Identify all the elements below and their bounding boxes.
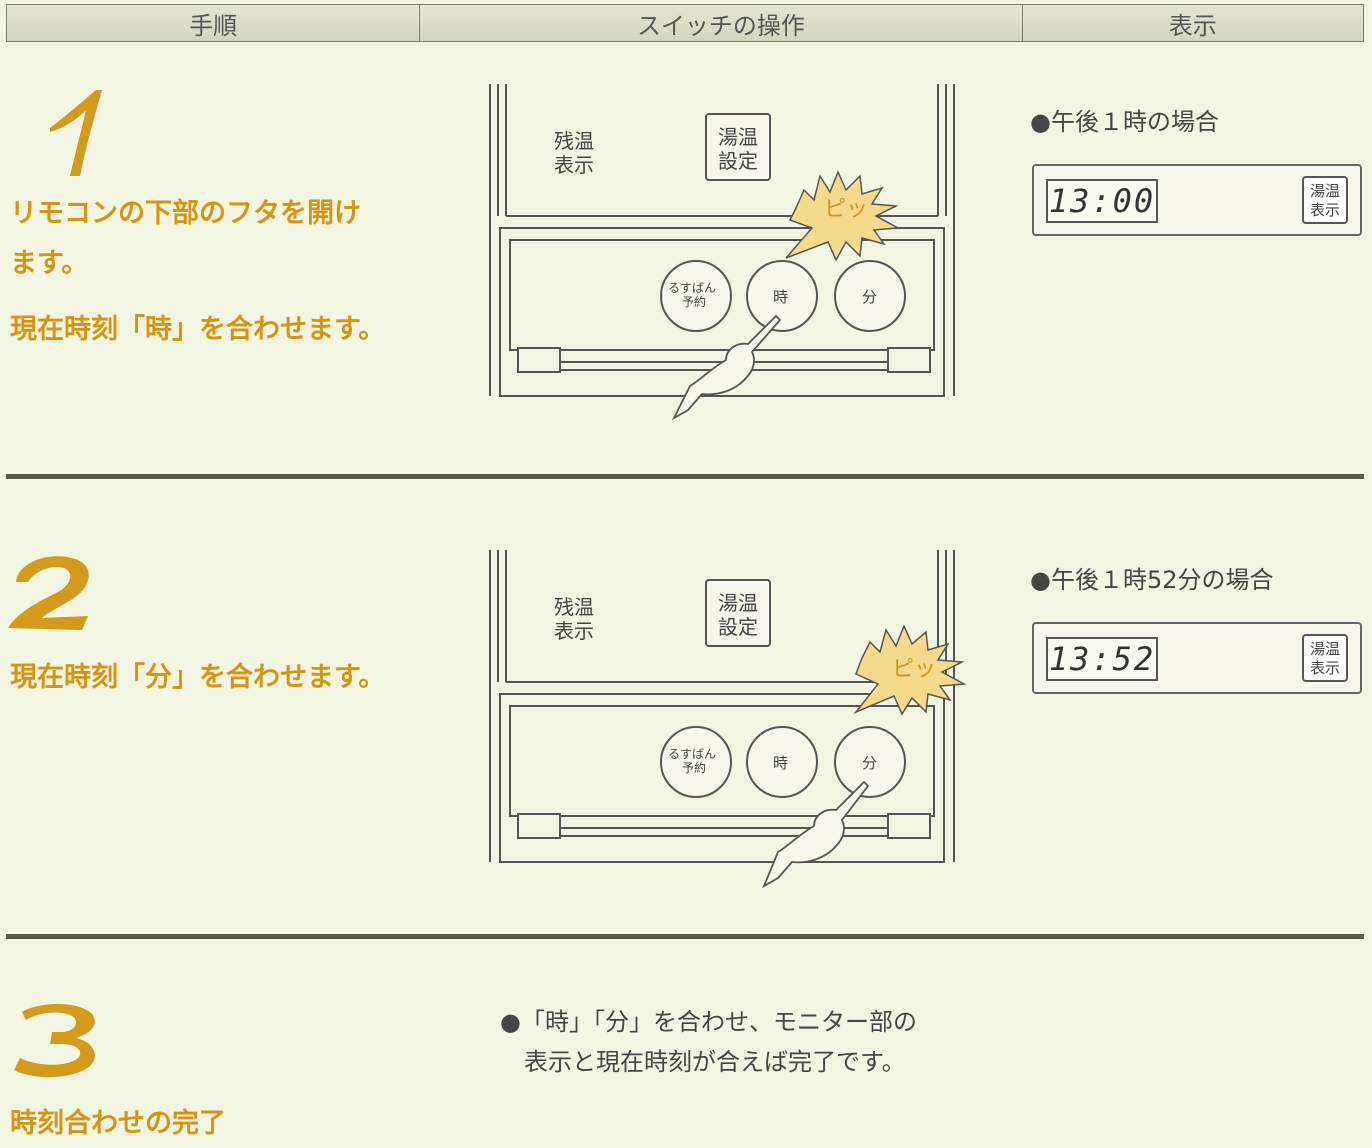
divider-1 — [6, 474, 1364, 479]
rusuban-label-1: るすばん — [668, 747, 716, 761]
header-switch-operation: スイッチの操作 — [420, 5, 1023, 41]
step1-display-caption: ●午後１時の場合 — [1030, 108, 1219, 136]
numeral-1-icon — [50, 90, 102, 176]
pointing-hand-icon — [671, 314, 782, 421]
step3-text-line1: 時刻合わせの完了 — [10, 1108, 226, 1139]
numeral-3-icon — [14, 1004, 95, 1078]
lcd-yuon-hyoji-button-2: 湯温 表示 — [1302, 634, 1348, 682]
header-steps: 手順 — [7, 5, 421, 41]
remote-panel-step1: 残温 表示 湯温 設定 るすばん 予約 時 分 ピッ — [489, 84, 955, 421]
lcd-button-label-2b: 表示 — [1309, 659, 1340, 677]
table-header: 手順 スイッチの操作 表示 — [6, 4, 1364, 42]
step3-note-line1: ●「時」「分」を合わせ、モニター部の — [500, 1008, 917, 1036]
beep-text: ピッ — [892, 657, 936, 682]
lcd-button-label-1a: 湯温 — [1309, 182, 1340, 200]
zanon-label-1: 残温 — [554, 129, 594, 153]
lcd-time-step1: 13:00 — [1046, 179, 1158, 223]
yuon-settei-label-1: 湯温 — [718, 591, 758, 615]
minute-button-label: 分 — [862, 754, 877, 772]
display-panel-step2: 13:52 湯温 表示 — [1032, 622, 1362, 694]
step3-note-line2: 表示と現在時刻が合えば完了です。 — [524, 1048, 906, 1076]
beep-text: ピッ — [824, 197, 868, 222]
step1-text-line2: ます。 — [10, 248, 89, 279]
rusuban-label-1: るすばん — [668, 281, 716, 295]
step1-text-line1: リモコンの下部のフタを開け — [10, 198, 361, 229]
zanon-label-2: 表示 — [554, 619, 594, 643]
yuon-settei-label-2: 設定 — [718, 615, 758, 639]
yuon-settei-label-1: 湯温 — [718, 125, 758, 149]
display-panel-step1: 13:00 湯温 表示 — [1032, 164, 1362, 236]
numeral-2-icon — [8, 556, 89, 630]
rusuban-label-2: 予約 — [682, 760, 706, 775]
lcd-yuon-hyoji-button-1: 湯温 表示 — [1302, 176, 1348, 224]
step2-text-line1: 現在時刻「分」を合わせます。 — [10, 662, 386, 693]
rusuban-label-2: 予約 — [682, 294, 706, 309]
lcd-button-label-2a: 湯温 — [1309, 640, 1340, 658]
step1-text-line3: 現在時刻「時」を合わせます。 — [10, 314, 386, 345]
pointing-hand-icon — [762, 780, 870, 889]
header-display: 表示 — [1168, 11, 1217, 40]
hour-button-label: 時 — [773, 754, 788, 772]
zanon-label-1: 残温 — [554, 595, 594, 619]
divider-2 — [6, 934, 1364, 939]
step2-display-caption: ●午後１時52分の場合 — [1030, 566, 1274, 594]
remote-panel-step2: 残温 表示 湯温 設定 るすばん 予約 時 分 ピッ — [489, 550, 966, 889]
zanon-label-2: 表示 — [554, 153, 594, 177]
lcd-button-label-1b: 表示 — [1309, 201, 1340, 219]
beep-burst-icon: ピッ — [853, 624, 966, 716]
beep-burst-icon: ピッ — [785, 170, 901, 262]
minute-button-label: 分 — [862, 288, 877, 306]
lcd-time-step2: 13:52 — [1046, 637, 1158, 681]
hour-button-label: 時 — [773, 288, 788, 306]
yuon-settei-label-2: 設定 — [718, 149, 758, 173]
